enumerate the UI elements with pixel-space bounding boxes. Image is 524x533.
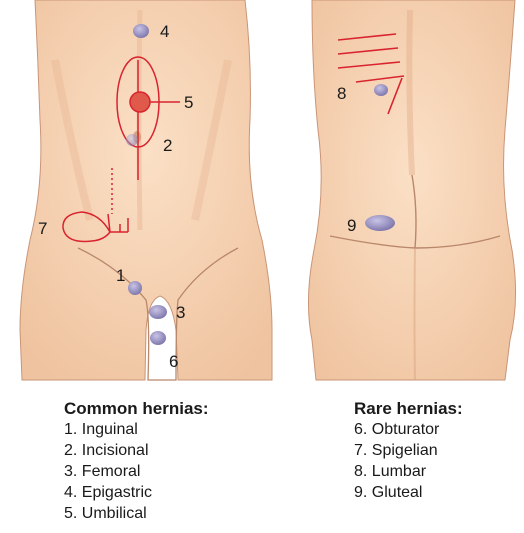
legend-item: 7. Spigelian (354, 440, 463, 461)
back-spine-shadow (409, 10, 412, 175)
marker-6: 6 (169, 352, 178, 371)
marker-9: 9 (347, 216, 356, 235)
common-hernias-legend: Common hernias: 1. Inguinal 2. Incisiona… (64, 398, 209, 524)
marker-8: 8 (337, 84, 346, 103)
marker-5: 5 (184, 93, 193, 112)
front-midline-shadow (139, 10, 140, 230)
marker-2: 2 (163, 136, 172, 155)
hernia-lumbar (374, 84, 388, 96)
hernia-obturator (150, 331, 166, 345)
umbilical-hernia-marker (130, 92, 150, 112)
hernia-epigastric (133, 24, 149, 38)
legend-item: 2. Incisional (64, 440, 209, 461)
back-leg-separation (415, 248, 416, 380)
hernia-inguinal (128, 281, 142, 295)
marker-3: 3 (176, 303, 185, 322)
legend-item: 6. Obturator (354, 419, 463, 440)
legend-item: 3. Femoral (64, 461, 209, 482)
legend-item: 5. Umbilical (64, 503, 209, 524)
common-hernias-title: Common hernias: (64, 398, 209, 419)
rare-hernias-title: Rare hernias: (354, 398, 463, 419)
hernia-femoral (149, 305, 167, 319)
back-torso (308, 0, 515, 380)
rare-hernias-legend: Rare hernias: 6. Obturator 7. Spigelian … (354, 398, 463, 503)
front-body-silhouette (20, 0, 272, 380)
marker-4: 4 (160, 22, 169, 41)
legend-item: 9. Gluteal (354, 482, 463, 503)
legend-item: 4. Epigastric (64, 482, 209, 503)
front-torso (20, 0, 272, 380)
marker-1: 1 (116, 266, 125, 285)
hernia-gluteal (365, 215, 395, 231)
common-hernias-list: 1. Inguinal 2. Incisional 3. Femoral 4. … (64, 419, 209, 524)
marker-7: 7 (38, 219, 47, 238)
rare-hernias-list: 6. Obturator 7. Spigelian 8. Lumbar 9. G… (354, 419, 463, 503)
hernia-incisional (126, 134, 138, 146)
legend-item: 1. Inguinal (64, 419, 209, 440)
legend-item: 8. Lumbar (354, 461, 463, 482)
